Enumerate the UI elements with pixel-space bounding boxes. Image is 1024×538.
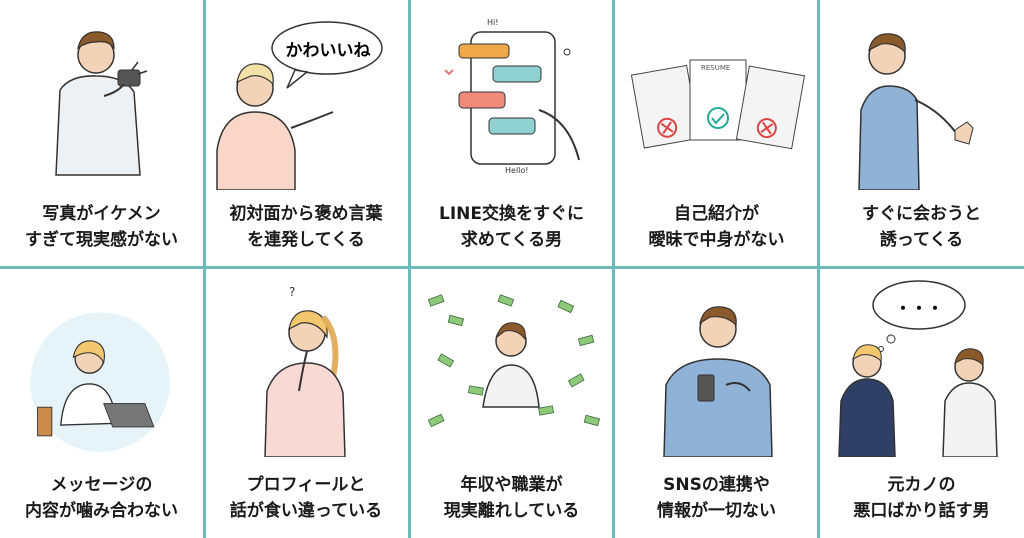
chat-label-bottom: Hello! bbox=[505, 166, 529, 175]
question-mark: ? bbox=[289, 285, 296, 299]
chat-label-top: Hi! bbox=[487, 18, 499, 27]
card-caption: すぐに会おうと 誘ってくる bbox=[862, 204, 981, 250]
reaching-man-illustration bbox=[858, 33, 974, 190]
money-man-illustration bbox=[427, 294, 601, 428]
card-6: メッセージの 内容が噛み合わない bbox=[0, 267, 203, 538]
card-caption: メッセージの 内容が噛み合わない bbox=[25, 475, 178, 521]
card-2: かわいいね 初対面から褒め言葉 を連発してくる bbox=[203, 0, 409, 267]
resume-label: RESUME bbox=[701, 64, 731, 72]
card-caption: 初対面から褒め言葉 を連発してくる bbox=[229, 204, 383, 250]
card-caption: SNSの連携や 情報が一切ない bbox=[657, 475, 776, 521]
divider-vertical bbox=[203, 0, 206, 538]
card-7: ? プロフィールと 話が食い違っている bbox=[203, 267, 409, 538]
card-1: 写真がイケメン すぎて現実感がない bbox=[0, 0, 203, 267]
camera-man-illustration bbox=[55, 31, 148, 176]
card-caption: LINE交換をすぐに 求めてくる男 bbox=[439, 204, 584, 250]
divider-horizontal bbox=[0, 266, 1024, 269]
card-9: SNSの連携や 情報が一切ない bbox=[614, 267, 819, 538]
couple-talking-illustration bbox=[838, 280, 998, 457]
card-3: Hi! Hello! LINE交換をすぐに 求めてくる男 bbox=[409, 0, 614, 267]
compliment-man-illustration bbox=[216, 21, 383, 190]
speech-bubble-text: かわいいね bbox=[285, 41, 371, 61]
card-5: すぐに会おうと 誘ってくる bbox=[819, 0, 1024, 267]
stressed-woman-laptop-illustration bbox=[30, 312, 170, 452]
card-caption: 元カノの 悪口ばかり話す男 bbox=[853, 475, 990, 521]
resume-documents-illustration bbox=[630, 59, 806, 150]
phone-chat-illustration bbox=[444, 31, 580, 165]
card-10: ・・・ 元カノの 悪口ばかり話す男 bbox=[819, 267, 1024, 538]
divider-vertical bbox=[817, 0, 820, 538]
divider-vertical bbox=[612, 0, 615, 538]
card-caption: プロフィールと 話が食い違っている bbox=[229, 475, 383, 521]
card-caption: 年収や職業が 現実離れしている bbox=[443, 475, 580, 521]
card-4: RESUME 自己紹介が 曖昧で中身がない bbox=[614, 0, 819, 267]
card-caption: 自己紹介が 曖昧で中身がない bbox=[648, 204, 785, 250]
card-8: 年収や職業が 現実離れしている bbox=[409, 267, 614, 538]
confused-woman-illustration bbox=[264, 310, 346, 457]
card-caption: 写真がイケメン すぎて現実感がない bbox=[25, 204, 178, 250]
divider-vertical bbox=[408, 0, 411, 538]
thought-bubble-text: ・・・ bbox=[894, 299, 943, 318]
man-with-phone-illustration bbox=[663, 306, 773, 457]
